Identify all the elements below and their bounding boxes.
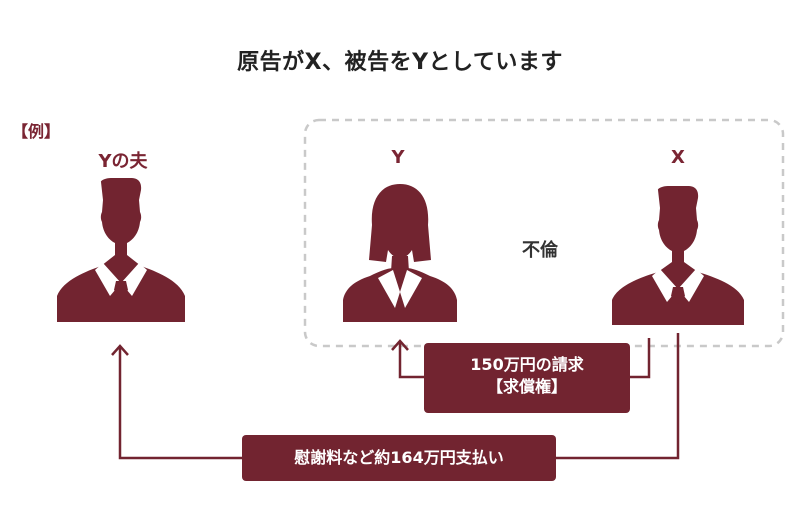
- husband-label: Yの夫: [98, 151, 148, 172]
- reimbursement-callout: 150万円の請求 【求償権】: [424, 343, 630, 413]
- example-label: 【例】: [12, 122, 61, 141]
- reimbursement-line2: 【求償権】: [486, 377, 567, 396]
- x-label: X: [671, 147, 685, 168]
- consolation-callout: 慰謝料など約164万円支払い: [242, 435, 556, 481]
- y-woman-icon: [343, 184, 457, 322]
- affair-label: 不倫: [522, 240, 558, 261]
- y-label: Y: [391, 147, 405, 168]
- consolation-arrowhead: [111, 344, 129, 356]
- consolation-text: 慰謝料など約164万円支払い: [294, 448, 504, 467]
- husband-man-icon: [57, 178, 185, 322]
- diagram-title: 原告がX、被告をYとしています: [237, 50, 563, 75]
- x-man-icon: [612, 186, 744, 325]
- reimbursement-line1: 150万円の請求: [470, 355, 584, 374]
- reimbursement-arrowhead: [391, 339, 409, 351]
